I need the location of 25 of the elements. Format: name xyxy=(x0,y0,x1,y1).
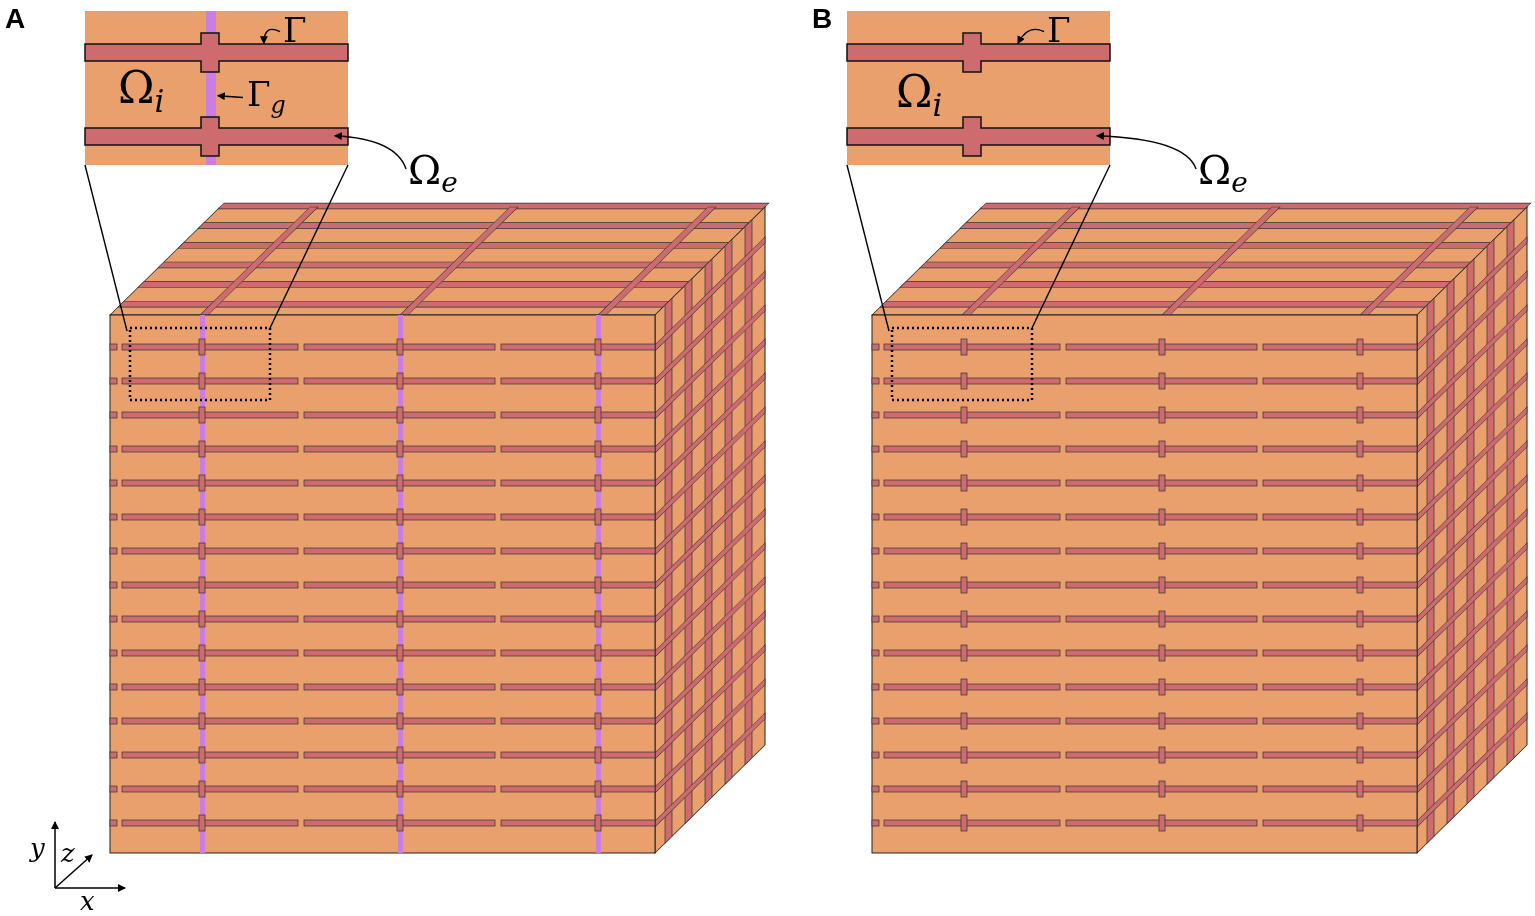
zoom-line xyxy=(846,164,890,332)
symbol-label: Ω$_{e}$ xyxy=(1198,150,1248,198)
axis-label: z xyxy=(61,840,75,866)
leader-arrow xyxy=(333,132,407,170)
axis-label: y xyxy=(30,835,45,861)
leader-arrow xyxy=(1095,132,1197,170)
symbol-label: Ω$_{i}$ xyxy=(896,70,943,122)
symbol-label: Ω$_{i}$ xyxy=(118,66,165,118)
leader-arrow xyxy=(260,28,281,45)
axis-label: x xyxy=(80,888,95,914)
leader-arrow xyxy=(1017,28,1045,45)
symbol-label: Γ$_{g}$ xyxy=(247,77,286,118)
zoom-box xyxy=(128,326,272,402)
zoom-box xyxy=(890,326,1034,402)
inset-drawing xyxy=(84,11,349,165)
panel-letter: A xyxy=(5,5,26,33)
symbol-label: Γ xyxy=(1047,13,1071,47)
symbol-label: Γ xyxy=(283,13,307,47)
zoom-line xyxy=(1031,164,1111,329)
zoom-line xyxy=(84,164,128,332)
symbol-label: Ω$_{e}$ xyxy=(408,150,458,198)
zoom-line xyxy=(269,164,349,329)
panel-letter: B xyxy=(812,5,833,33)
leader-arrow xyxy=(216,92,244,101)
inset-drawing xyxy=(846,11,1111,165)
